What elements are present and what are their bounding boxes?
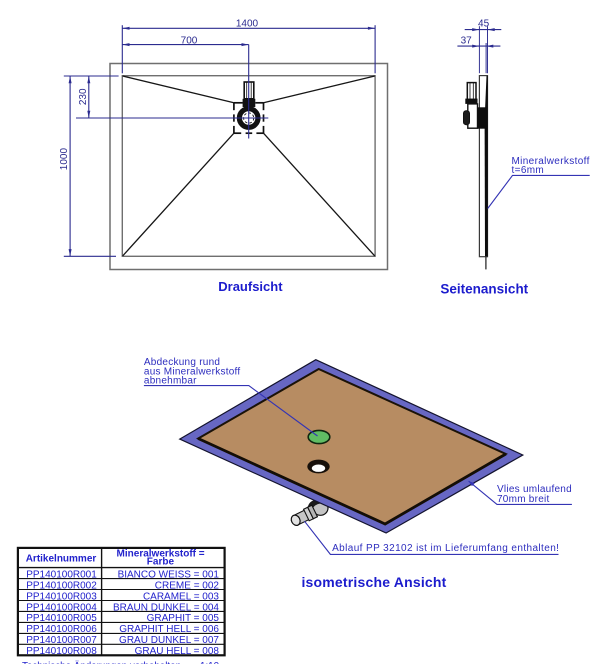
svg-text:Mineralwerkstoff =: Mineralwerkstoff = [117, 548, 205, 559]
svg-text:Mineralwerkstoff: Mineralwerkstoff [512, 156, 590, 167]
svg-text:isometrische Ansicht: isometrische Ansicht [301, 574, 446, 590]
svg-text:PP140100R006: PP140100R006 [26, 624, 97, 635]
svg-text:45: 45 [478, 18, 490, 29]
svg-text:BRAUN DUNKEL = 004: BRAUN DUNKEL = 004 [113, 602, 219, 613]
svg-text:70mm breit: 70mm breit [497, 494, 550, 505]
svg-text:PP140100R007: PP140100R007 [26, 635, 97, 646]
svg-text:37: 37 [461, 35, 473, 46]
svg-text:Artikelnummer: Artikelnummer [26, 554, 97, 565]
svg-text:1:10: 1:10 [200, 661, 220, 664]
svg-text:PP140100R002: PP140100R002 [26, 580, 97, 591]
svg-text:700: 700 [181, 35, 198, 46]
svg-text:t=6mm: t=6mm [512, 165, 545, 176]
svg-text:Abdeckung rund: Abdeckung rund [144, 357, 220, 368]
svg-text:BIANCO WEISS = 001: BIANCO WEISS = 001 [118, 569, 220, 580]
svg-text:230: 230 [78, 88, 89, 105]
svg-text:GRAPHIT = 005: GRAPHIT = 005 [147, 613, 220, 624]
svg-text:GRAU DUNKEL = 007: GRAU DUNKEL = 007 [119, 635, 219, 646]
svg-text:PP140100R008: PP140100R008 [26, 646, 97, 657]
svg-text:PP140100R005: PP140100R005 [26, 613, 97, 624]
svg-text:Technische Änderungen vorbehal: Technische Änderungen vorbehalten [22, 661, 181, 664]
svg-text:Seitenansicht: Seitenansicht [440, 281, 528, 296]
svg-text:1400: 1400 [236, 18, 259, 29]
svg-text:CREME = 002: CREME = 002 [155, 580, 220, 591]
svg-text:Draufsicht: Draufsicht [218, 279, 283, 294]
svg-text:CARAMEL = 003: CARAMEL = 003 [143, 591, 219, 602]
svg-text:GRAU HELL = 008: GRAU HELL = 008 [135, 646, 220, 657]
svg-text:aus Mineralwerkstoff: aus Mineralwerkstoff [144, 366, 241, 377]
svg-text:PP140100R001: PP140100R001 [26, 569, 97, 580]
svg-text:GRAPHIT HELL = 006: GRAPHIT HELL = 006 [119, 624, 219, 635]
svg-text:abnehmbar: abnehmbar [144, 376, 197, 387]
svg-text:Ablauf PP 32102 ist im Lieferu: Ablauf PP 32102 ist im Lieferumfang enth… [332, 543, 559, 554]
svg-text:Farbe: Farbe [147, 556, 175, 567]
svg-text:1000: 1000 [59, 148, 70, 171]
svg-text:Vlies umlaufend: Vlies umlaufend [497, 484, 572, 495]
svg-text:PP140100R004: PP140100R004 [26, 602, 97, 613]
svg-text:PP140100R003: PP140100R003 [26, 591, 97, 602]
